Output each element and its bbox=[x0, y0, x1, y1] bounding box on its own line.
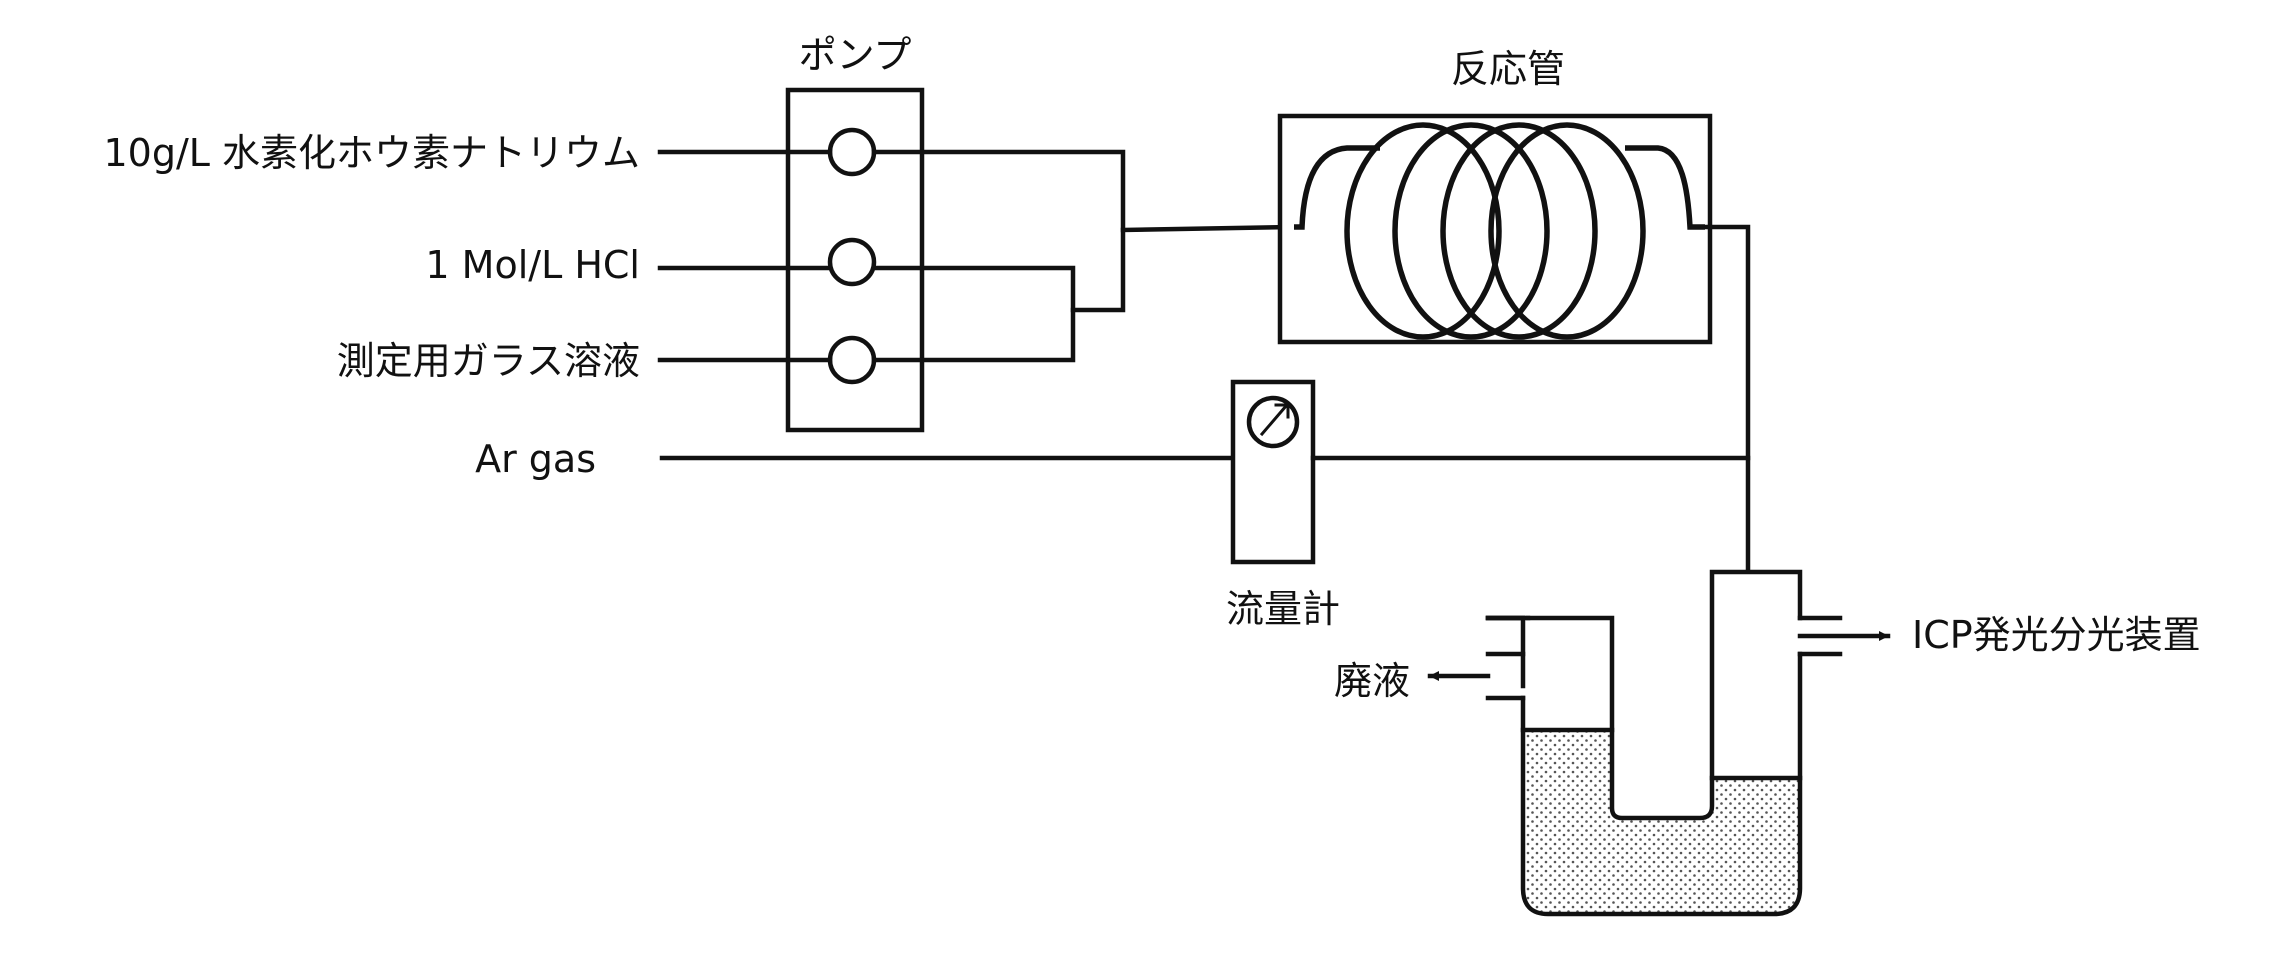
outlet-line-hcl bbox=[871, 265, 1076, 363]
flowmeter-needle-tip bbox=[1274, 403, 1290, 419]
gas-liquid-separator bbox=[1485, 569, 1843, 917]
reactor-outlet-line bbox=[1700, 224, 1751, 573]
flowmeter-needle bbox=[1259, 403, 1289, 437]
reagent-hcl-label: 1 Mol/L HCl bbox=[425, 243, 640, 287]
reaction-coil bbox=[1294, 122, 1705, 340]
reagent-nabh4-label: 10g/L 水素化ホウ素ナトリウム bbox=[103, 131, 640, 175]
pump-label: ポンプ bbox=[799, 33, 912, 77]
pump-head-1 bbox=[827, 127, 877, 177]
mixed-line-to-reactor bbox=[1120, 224, 1295, 233]
sample-label: 測定用ガラス溶液 bbox=[337, 339, 640, 383]
argon-label: Ar gas bbox=[475, 437, 596, 481]
flowmeter-label: 流量計 bbox=[1226, 587, 1340, 631]
waste-label: 廃液 bbox=[1334, 659, 1410, 703]
pump-head-2 bbox=[827, 237, 877, 287]
separator-liquid bbox=[1523, 730, 1800, 914]
reaction-tube-label: 反応管 bbox=[1451, 47, 1565, 91]
icp-label: ICP発光分光装置 bbox=[1912, 613, 2201, 657]
reaction-tube-box bbox=[1277, 113, 1713, 345]
pump-head-3 bbox=[827, 335, 877, 385]
